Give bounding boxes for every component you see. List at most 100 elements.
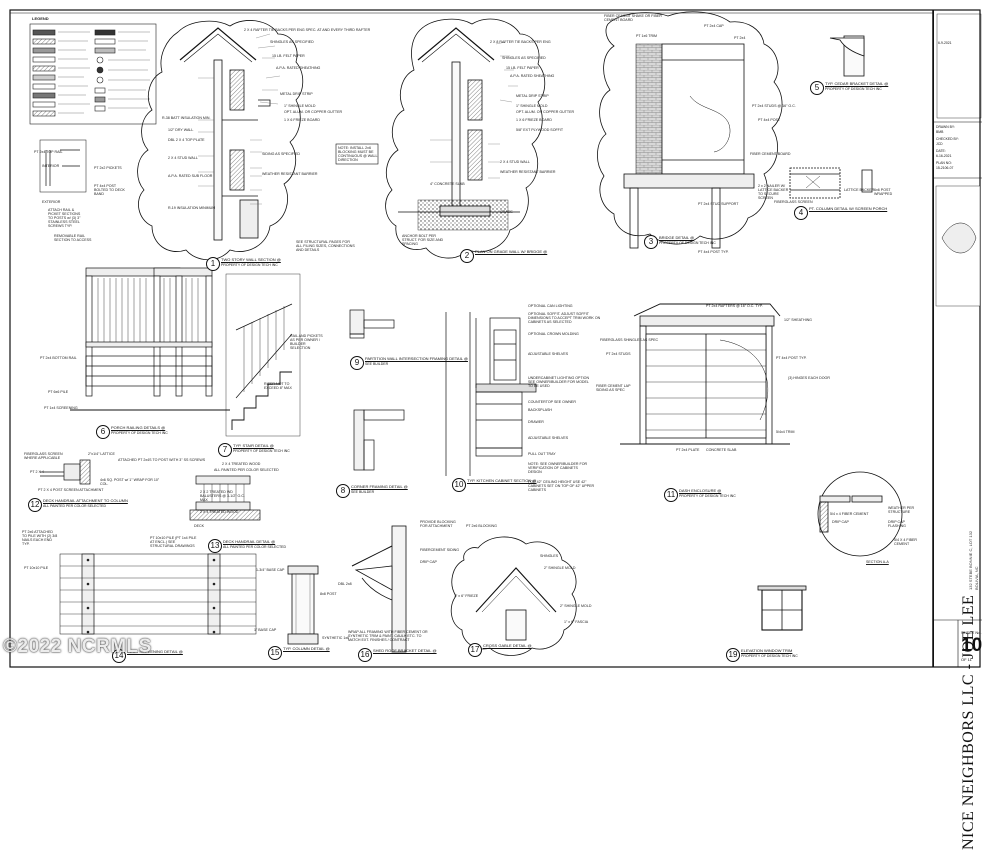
note-b3-shake: FIBER CEMENT SHAKE OR FIBER CEMENT BOARD (604, 14, 662, 22)
plan-no-label: PLAN NO: (936, 161, 952, 165)
detail-3-bridge (597, 11, 783, 249)
details-8-9-framing (349, 309, 405, 471)
detail-number: 15 (268, 646, 282, 660)
detail-title: DECK HANDRAIL ATTACHMENT TO COLUMN (43, 498, 128, 503)
note-c15-basecap: 1-3/4" BASE CAP (256, 568, 285, 572)
note-r6-attach: ATTACH RAIL & PICKET SECTIONS TO POSTS w… (48, 208, 81, 228)
note-d11-studs: PT 2x4 STUDS (606, 352, 631, 356)
note-r6-toprail: PT 2x4 TOP RAIL (34, 150, 63, 154)
note-r6-removable: REMOVABLE RAIL SECTION TO ACCESS (54, 234, 92, 242)
detail-17-gable (450, 536, 577, 656)
note-k10-splash: BACKSPLASH (528, 408, 552, 412)
note-s14-attached: PT 2x6 ATTACHED TO PILE WITH (2) 3/8 NAI… (22, 530, 58, 546)
note-d11-shingles: FIBERGLASS SHINGLES AS SPEC (600, 338, 659, 342)
detail-6-railing (39, 139, 230, 411)
note-drip: METAL DRIP STRIP (280, 92, 313, 96)
note-b3-2x4: PT 2x4 (734, 36, 746, 40)
note-d2-soffit: 5/8" EXT PLYWOOD SOFFIT (516, 128, 564, 132)
detail-subtitle: PROPERTY OF DESIGN TECH INC (741, 654, 798, 658)
note-c4-nailer: 2 x 2 NAILER W/ LATTICE BACKER TO SECURE… (758, 184, 789, 200)
detail-number: 4 (794, 206, 808, 220)
note-b3-studs: PT 2x4 STUDS @ 16" O.C. (752, 104, 796, 108)
note-d2-sheathing: A.P.A. RATED SHEATHING (510, 74, 555, 78)
mls-watermark: ©2022 NCRMLS (3, 636, 152, 657)
note-d11-lap: FIBER CEMENT LAP SIDING AS SPEC (596, 384, 631, 392)
note-s7-riser: RISER NOT TO EXCEED 8" MAX (264, 382, 292, 390)
title-block (933, 10, 982, 667)
note-rafter-tie: 2 X 4 RAFTER TIE BACKS PER ENG SPEC. AT … (244, 28, 371, 32)
note-h12-attached: ATTACHED PT 2x4S TO POST WITH 3" SS SCRE… (118, 458, 206, 462)
detail-title: BRIDGE DETAIL @ (659, 235, 695, 240)
note-wrb: WEATHER RESISTANT BARRIER (262, 172, 318, 176)
note-b3-support: PT 2x4 STUD SUPPORT (698, 202, 739, 206)
legend-symbols (29, 23, 157, 125)
note-r6-screening: PT 1x4 SCREENING (44, 406, 78, 410)
note-b3-trim: PT 1x6 TRIM (636, 34, 658, 38)
note-h12-screen-attach: PT 2 X 4 POST SCREEN ATTACHMENT (38, 488, 104, 492)
project-address-2: BOLIVIA, NC (974, 566, 979, 590)
detail-number: 9 (350, 356, 364, 370)
sheet-of: OF 11 (961, 657, 972, 662)
detail-title: CROSS GABLE DETAIL @ (483, 643, 532, 648)
detail-12-handrail (40, 459, 91, 485)
detail-10-cabinet (445, 312, 537, 476)
note-g17-block: PT 2x6 BLOCKING (466, 524, 497, 528)
revision-date: 6-9-2021 (938, 41, 952, 45)
detail-number: 14 (112, 649, 126, 663)
note-c15-syn: SYNTHETIC 1x6 (322, 636, 350, 640)
note-k10-drawer: DRAWER (528, 420, 544, 424)
note-d11-trim: 5/4x4 TRIM (776, 430, 795, 434)
note-w19-fc2: 5/4 X 4 FIBER CEMENT (894, 538, 917, 546)
detail-number: 2 (460, 249, 474, 263)
note-k10-pullout: PULL OUT TRAY (528, 452, 556, 456)
detail-number: 17 (468, 643, 482, 657)
detail-subtitle: ALL PAINTED PER COLOR SELECTED (43, 504, 107, 508)
note-d2-rafter: 2 X 8 RAFTER TIE BACKS PER ENG (490, 40, 551, 44)
detail-number: 16 (358, 648, 372, 662)
detail-number: 3 (644, 235, 658, 249)
note-shingle-mold: 1" SHINGLE MOLD (284, 104, 316, 108)
note-c4-lattice: LATTICE BACKER (844, 188, 875, 192)
note-h13-wood2: 2 X 4 TREATED WOOD (200, 510, 239, 514)
note-d2-slab: 4" CONCRETE SLAB (430, 182, 465, 186)
note-c4-post: 6x6 POST WRAPPED (874, 188, 893, 196)
detail-subtitle: PROPERTY OF DESIGN TECH INC (679, 494, 736, 498)
note-box (335, 143, 379, 165)
note-d2-anchor: ANCHOR BOLT PER STRUCT. FOR SIZE AND SPA… (402, 234, 444, 246)
note-d2-drip: METAL DRIP STRIP (516, 94, 549, 98)
note-shingles: SHINGLES AS SPECIFIED (270, 40, 314, 44)
detail-number: 10 (452, 478, 466, 492)
note-b3-cap: PT 2x4 CAP (704, 24, 724, 28)
detail-title: ELEVATION WINDOW TRIM (741, 648, 793, 653)
note-b3-fcb: FIBER CEMENT BOARD (750, 152, 791, 156)
detail-13-deck-handrail (189, 475, 261, 521)
detail-number: 19 (726, 648, 740, 662)
detail-subtitle: PROPERTY OF DESIGN TECH INC (659, 241, 716, 245)
note-w19-weather: WEATHER PER STRUCTURE (888, 506, 915, 514)
note-frieze: 1 X 6 FRIEZE BOARD (284, 118, 320, 122)
note-s14-pile: PT 10x10 PILE (24, 566, 49, 570)
note-d2-mold: 1" SHINGLE MOLD (516, 104, 548, 108)
note-top-plate: DBL 2 X 4 TOP PLATE (168, 138, 205, 142)
note-sheathing: A.P.A. RATED SHEATHING (276, 66, 321, 70)
note-h12-post: 4x6 SQ. POST w/ 1" WRAP FOR 10" COL. (100, 478, 160, 486)
note-felt: 15 LB. FELT PAPER (272, 54, 305, 58)
note-drywall: 1/2" DRY WALL (168, 128, 194, 132)
note-s7-rail: RAIL AND PICKETS AS PER OWNER / BUILDER … (290, 334, 323, 350)
note-d2-wrb: WEATHER RESISTANT BARRIER (500, 170, 556, 174)
detail-subtitle: PROPERTY OF DESIGN TECH INC (221, 263, 278, 267)
note-g17-frieze: 1" x 6" FRIEZE (454, 594, 479, 598)
note-k10-42: FOR 42" CEILING HEIGHT USE 42" CABINETS … (528, 480, 595, 492)
note-k10-counter: COUNTERTOP SEE OWNER (528, 400, 576, 404)
legend-title: LEGEND (32, 16, 49, 21)
note-d11-rafters: PT 2x4 RAFTERS @ 16" O.C. TYP. (706, 304, 763, 308)
note-g17-mold: 2" SHINGLE MOLD (544, 566, 576, 570)
detail-7-stair (225, 273, 301, 437)
detail-11-enclosure (620, 303, 790, 445)
detail-number: 6 (96, 425, 110, 439)
detail-title: TYP. CEDAR BRACKET DETAIL @ (825, 81, 889, 86)
note-d11-plate: PT 2x4 PLATE (676, 448, 700, 452)
plan-no-value: 15-2106-07 (936, 166, 954, 170)
sheet-no-label: SHEET No. (961, 630, 982, 635)
note-r6-exterior: EXTERIOR (42, 200, 61, 204)
